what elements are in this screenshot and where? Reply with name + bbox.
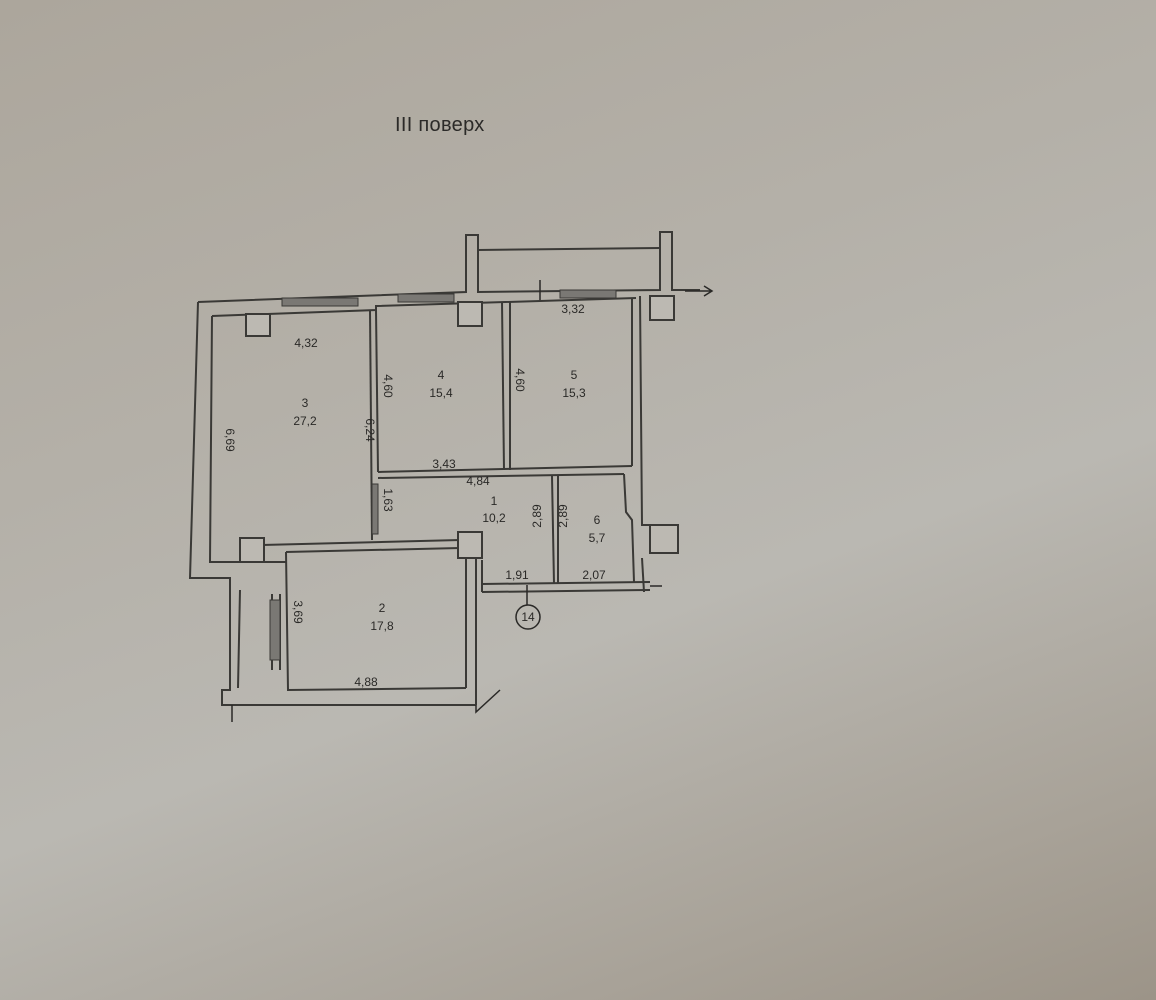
room-area: 5,7: [589, 531, 606, 545]
section-marker-circle: [515, 604, 541, 630]
svg-text:6,69: 6,69: [223, 428, 237, 452]
svg-text:3,32: 3,32: [561, 302, 585, 316]
svg-text:3,69: 3,69: [291, 600, 305, 624]
room-area: 15,3: [562, 386, 586, 400]
room-area: 17,8: [370, 619, 394, 633]
svg-text:4,60: 4,60: [513, 368, 527, 392]
section-arrows: [231, 280, 714, 722]
room-number: 4: [438, 368, 445, 382]
room-number: 3: [302, 396, 309, 410]
svg-text:1,91: 1,91: [505, 568, 529, 582]
columns: [239, 295, 679, 563]
svg-text:4,88: 4,88: [354, 675, 378, 689]
svg-text:1,63: 1,63: [381, 488, 395, 512]
room-6: 6 5,7: [589, 513, 606, 545]
room-number: 6: [594, 513, 601, 527]
svg-text:4,60: 4,60: [381, 374, 395, 398]
room-area: 10,2: [482, 511, 506, 525]
svg-text:2,07: 2,07: [582, 568, 606, 582]
room-number: 1: [491, 494, 498, 508]
room-3: 3 27,2: [293, 396, 317, 428]
floor-title: III поверх: [395, 114, 485, 136]
room-2: 2 17,8: [370, 601, 394, 633]
svg-text:4,32: 4,32: [294, 336, 318, 350]
section-marker-label: 14: [521, 610, 535, 624]
windows: [269, 289, 617, 661]
dimensions: 4,32 6,69 6,24 4,60 3,43 4,60 3,32 4,84 …: [223, 302, 606, 689]
room-4: 4 15,4: [429, 368, 453, 400]
room-number: 2: [379, 601, 386, 615]
svg-text:2,89: 2,89: [530, 504, 544, 528]
room-area: 15,4: [429, 386, 453, 400]
room-area: 27,2: [293, 414, 317, 428]
room-1: 1 10,2: [482, 494, 506, 525]
svg-text:2,89: 2,89: [556, 504, 570, 528]
svg-text:3,43: 3,43: [432, 457, 456, 471]
svg-text:4,84: 4,84: [466, 474, 490, 488]
room-5: 5 15,3: [562, 368, 586, 400]
room-number: 5: [571, 368, 578, 382]
svg-text:6,24: 6,24: [363, 418, 377, 442]
